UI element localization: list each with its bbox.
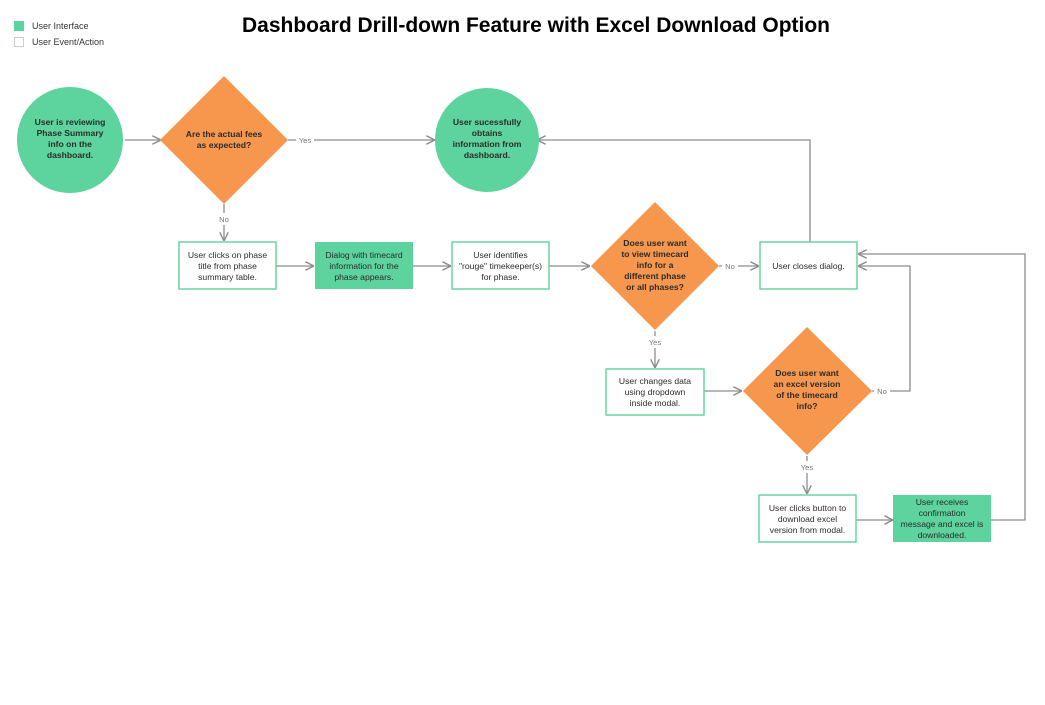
node-excel-decision: Does user want an excel version of the t…	[743, 327, 872, 455]
node-text-line: info on the	[48, 139, 92, 149]
node-text-line: User sucessfully	[453, 117, 522, 127]
edge-label-yes: Yes	[649, 338, 662, 347]
node-text-line: Are the actual fees	[186, 129, 263, 139]
node-text-line: obtains	[472, 128, 503, 138]
node-fees-decision: Are the actual fees as expected?	[160, 76, 288, 204]
node-click-download: User clicks button to download excel ver…	[758, 494, 857, 543]
node-text-line: Dialog with timecard	[325, 250, 403, 260]
node-text-line: Does user want	[623, 238, 687, 248]
node-identify-rogue: User identifies "rouge" timekeeper(s) fo…	[451, 241, 550, 290]
node-text-line: or all phases?	[626, 282, 684, 292]
decision-diamond	[743, 327, 872, 455]
edge-label-no: No	[219, 215, 229, 224]
ui-box	[315, 242, 413, 289]
node-text-line: downloaded.	[918, 530, 967, 540]
node-text-line: User closes dialog.	[772, 261, 845, 271]
legend-item-user-interface: User Interface	[14, 19, 89, 33]
edge-label-yes: Yes	[299, 136, 312, 145]
ui-box	[893, 495, 991, 542]
node-text-line: of the timecard	[776, 390, 838, 400]
legend-label: User Event/Action	[32, 37, 105, 47]
node-start: User is reviewing Phase Summary info on …	[17, 87, 123, 193]
node-confirmation: User receives confirmation message and e…	[893, 495, 991, 542]
node-text-line: message and excel is	[901, 519, 984, 529]
node-text-line: phase appears.	[334, 272, 393, 282]
node-text-line: version from modal.	[770, 525, 845, 535]
node-text-line: User clicks button to	[769, 503, 847, 513]
node-dialog-appears: Dialog with timecard information for the…	[315, 242, 413, 289]
node-success: User sucessfully obtains information fro…	[435, 88, 539, 192]
action-box	[605, 368, 705, 416]
node-other-phase-decision: Does user want to view timecard info for…	[591, 202, 719, 330]
node-text-line: title from phase	[198, 261, 257, 271]
node-text-line: User identifies	[473, 250, 527, 260]
action-box	[451, 241, 550, 290]
node-text-line: different phase	[624, 271, 686, 281]
legend-swatch-outline	[14, 37, 24, 47]
ui-circle-shape	[17, 87, 123, 193]
node-text-line: User is reviewing	[35, 117, 106, 127]
edge-label-no: No	[725, 262, 735, 271]
action-box	[758, 494, 857, 543]
node-text-line: for phase.	[481, 272, 519, 282]
action-box	[178, 241, 277, 290]
node-text-line: an excel version	[774, 379, 841, 389]
node-close-dialog: User closes dialog.	[759, 241, 858, 290]
node-text-line: download excel	[778, 514, 837, 524]
node-text-line: summary table.	[198, 272, 257, 282]
edge-excel-no-to-close	[859, 266, 911, 392]
node-text-line: User clicks on phase	[188, 250, 268, 260]
node-text-line: "rouge" timekeeper(s)	[459, 261, 542, 271]
node-text-line: Phase Summary	[37, 128, 104, 138]
node-text-line: information for the	[329, 261, 398, 271]
node-change-data: User changes data using dropdown inside …	[605, 368, 705, 416]
node-text-line: dashboard.	[47, 150, 93, 160]
legend-item-user-event: User Event/Action	[14, 35, 104, 49]
decision-diamond	[591, 202, 719, 330]
edge-label-yes: Yes	[801, 463, 814, 472]
legend-swatch-filled	[14, 21, 24, 31]
diagram-title: Dashboard Drill-down Feature with Excel …	[241, 14, 831, 37]
edges	[125, 140, 1026, 521]
node-text-line: information from	[453, 139, 522, 149]
node-text-line: using dropdown	[625, 387, 686, 397]
node-text-line: confirmation	[919, 508, 966, 518]
action-box	[759, 241, 858, 290]
decision-diamond	[160, 76, 288, 204]
node-text-line: as expected?	[197, 140, 251, 150]
node-text-line: Does user want	[775, 368, 839, 378]
edge-label-no: No	[877, 387, 887, 396]
legend-label: User Interface	[32, 21, 89, 31]
node-text-line: User receives	[916, 497, 969, 507]
node-text-line: info?	[797, 401, 818, 411]
node-text-line: info for a	[637, 260, 674, 270]
node-text-line: to view timecard	[621, 249, 688, 259]
node-text-line: User changes data	[619, 376, 691, 386]
ui-circle-shape	[435, 88, 539, 192]
edge-confirmation-to-close	[859, 254, 1026, 521]
node-text-line: dashboard.	[464, 150, 510, 160]
edge-close-to-success	[538, 140, 811, 242]
node-click-phase: User clicks on phase title from phase su…	[178, 241, 277, 290]
node-text-line: inside modal.	[630, 398, 681, 408]
